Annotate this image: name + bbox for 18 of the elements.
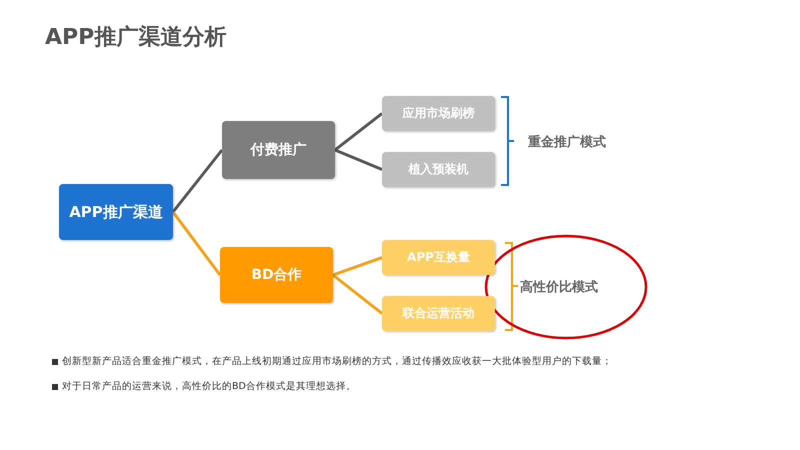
process-box: APP推广渠道 <box>59 184 173 240</box>
bracket-label: 高性价比模式 <box>520 278 598 296</box>
connector-line <box>334 148 383 171</box>
connector-line <box>334 112 383 152</box>
process-box: 应用市场刷榜 <box>382 96 495 131</box>
process-box: BD合作 <box>220 247 333 303</box>
bullet-note: 创新型新产品适合重金推广模式，在产品上线初期通过应用市场刷榜的方式，通过传播效应收获一大批体验型用户的下载量； <box>62 355 612 368</box>
process-box: 植入预装机 <box>382 152 495 187</box>
bracket-label: 重金推广模式 <box>528 134 606 151</box>
connector-line <box>332 274 383 315</box>
connector-line <box>172 211 222 276</box>
connector-line <box>172 149 224 213</box>
process-box: 联合运营活动 <box>382 296 495 331</box>
connector-line <box>332 256 382 276</box>
title: APP推广渠道分析 <box>45 24 226 52</box>
bullet-note: 对于日常产品的运营来说，高性价比的BD合作模式是其理想选择。 <box>62 380 356 393</box>
process-box: APP互换量 <box>382 240 495 275</box>
process-box: 付费推广 <box>222 121 335 179</box>
